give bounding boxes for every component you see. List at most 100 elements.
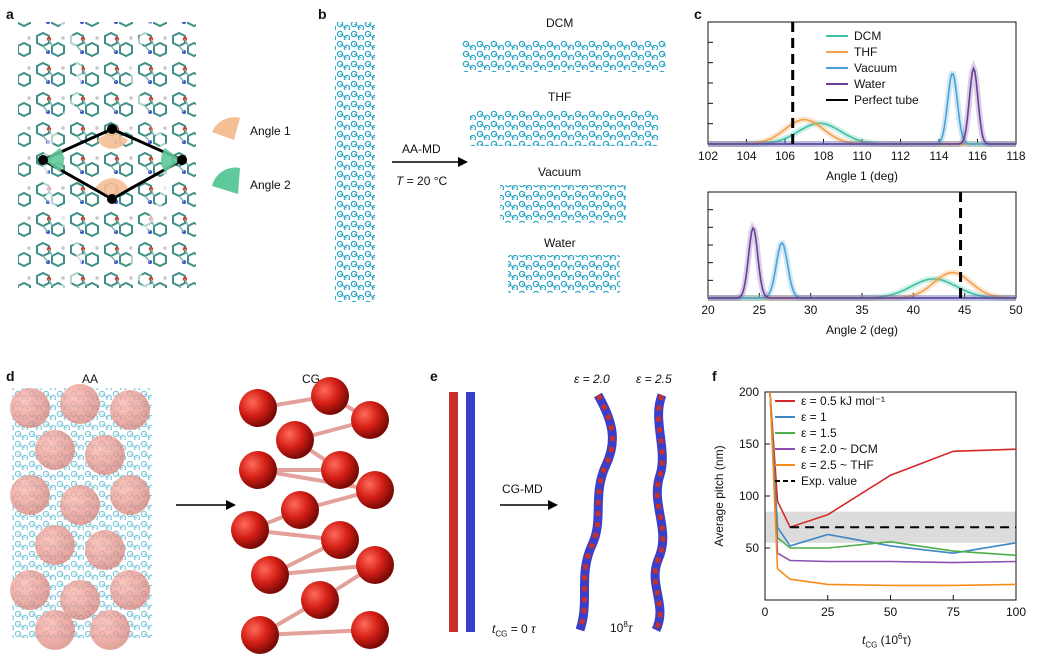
legend-label: Exp. value: [801, 474, 857, 488]
x-tick-label: 118: [1006, 149, 1025, 163]
x-axis-label: Angle 2 (deg): [826, 323, 898, 337]
epsilon-2-0-label: ε = 2.0: [574, 372, 610, 386]
y-tick-label: 100: [739, 489, 759, 503]
panel-label-d: d: [6, 368, 15, 384]
aa-bead: [60, 485, 100, 525]
legend-label: ε = 2.5 ~ THF: [801, 458, 874, 472]
x-tick-label: 110: [852, 149, 871, 163]
x-tick-label: 114: [929, 149, 948, 163]
y-axis-label: Average pitch (nm): [712, 445, 726, 546]
cg-bead: [251, 556, 289, 594]
x-tick-label: 25: [753, 303, 767, 317]
cg-bead: [311, 377, 349, 415]
aa-md-label: AA-MD: [402, 142, 441, 156]
aa-bead: [110, 475, 150, 515]
aa-bead: [85, 435, 125, 475]
cg-bead: [351, 611, 389, 649]
aa-bead: [35, 525, 75, 565]
series-line: [708, 66, 1016, 145]
tube-thf: [470, 110, 658, 146]
cg-bead: [231, 511, 269, 549]
cg-bead: [241, 616, 279, 654]
cg-bead: [281, 491, 319, 529]
aa-title: AA: [82, 372, 99, 386]
f-xlabel: tCG (106τ): [862, 632, 912, 650]
cg-bead: [351, 401, 389, 439]
panel-label-e: e: [430, 368, 438, 384]
series-line: [769, 391, 1017, 587]
cg-bead: [276, 421, 314, 459]
angle2-legend-icon: [212, 167, 240, 194]
x-tick-label: 106: [775, 149, 795, 163]
series-line: [769, 391, 1017, 529]
x-tick-label: 108: [813, 149, 833, 163]
cg-bead: [321, 451, 359, 489]
x-tick-label: 75: [947, 605, 961, 619]
angle2-legend-label: Angle 2: [250, 178, 291, 192]
legend-label: Perfect tube: [854, 93, 919, 107]
y-tick-label: 50: [746, 541, 760, 555]
y-tick-label: 150: [739, 437, 759, 451]
rhombus-unit-cell: [38, 124, 187, 204]
aa-bead: [85, 530, 125, 570]
solvent-label-vacuum: Vacuum: [538, 165, 582, 179]
solvent-label-dcm: DCM: [546, 16, 574, 30]
panel-label-f: f: [712, 368, 717, 384]
x-tick-label: 45: [958, 303, 972, 317]
cg-bead: [321, 521, 359, 559]
epsilon-2-5-label: ε = 2.5: [636, 372, 672, 386]
x-axis-label: Angle 1 (deg): [826, 169, 898, 183]
x-tick-label: 40: [907, 303, 921, 317]
temperature-label: T = 20 °C: [396, 174, 448, 188]
aa-bead: [10, 475, 50, 515]
aa-bead: [110, 390, 150, 430]
cg-bead: [356, 546, 394, 584]
x-tick-label: 25: [821, 605, 835, 619]
series-line: [708, 226, 1016, 299]
aa-bead: [60, 384, 100, 424]
aa-bead: [35, 430, 75, 470]
aa-bead: [110, 570, 150, 610]
x-tick-label: 20: [701, 303, 715, 317]
cg-bond: [257, 468, 376, 492]
legend-label: Water: [854, 77, 886, 91]
y-tick-label: 200: [739, 385, 759, 399]
solvent-label-thf: THF: [548, 90, 572, 104]
cg-bead: [239, 389, 277, 427]
angle1-legend-label: Angle 1: [250, 124, 291, 138]
x-tick-label: 50: [1009, 303, 1023, 317]
legend-label: ε = 2.0 ~ DCM: [801, 442, 878, 456]
aa-bead: [90, 610, 130, 650]
x-tick-label: 116: [968, 149, 987, 163]
legend-label: ε = 1.5: [801, 426, 837, 440]
cg-bead: [301, 581, 339, 619]
x-tick-label: 0: [762, 605, 769, 619]
aa-bead: [35, 610, 75, 650]
x-tick-label: 112: [891, 149, 910, 163]
legend-label: DCM: [854, 29, 881, 43]
legend-label: THF: [854, 45, 877, 59]
tube-vacuum: [500, 185, 626, 223]
vertical-nanotube: [335, 22, 375, 302]
solvent-label-water: Water: [544, 236, 576, 250]
x-tick-label: 102: [698, 149, 718, 163]
x-tick-label: 35: [855, 303, 869, 317]
legend-label: Vacuum: [854, 61, 897, 75]
initial-strand-red: [449, 392, 458, 632]
legend-label: ε = 1: [801, 410, 827, 424]
cg-title: CG: [302, 372, 320, 386]
cg-md-label: CG-MD: [502, 482, 543, 496]
panel-label-a: a: [6, 6, 14, 22]
x-tick-label: 50: [884, 605, 898, 619]
aa-bead: [10, 570, 50, 610]
cg-bead: [356, 471, 394, 509]
aa-bead: [60, 580, 100, 620]
tube-dcm: [462, 40, 666, 72]
